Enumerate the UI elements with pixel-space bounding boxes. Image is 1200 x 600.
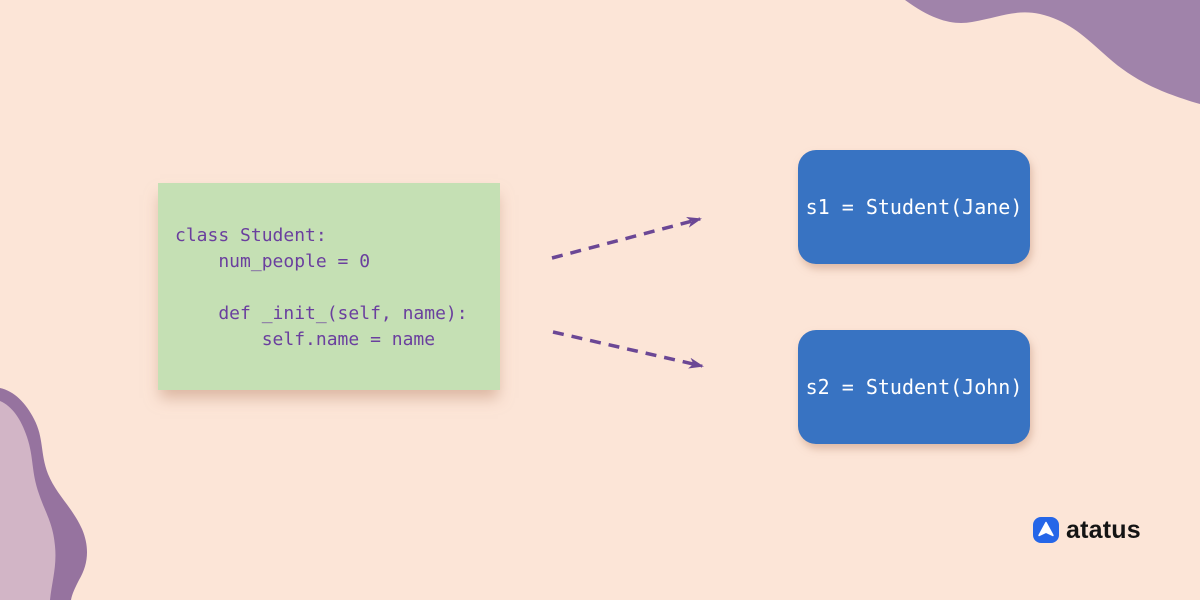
bottom-left-inner-blob-decoration [0, 401, 56, 600]
instance-box-s2: s2 = Student(John) [798, 330, 1030, 444]
code-line: def _init_(self, name): [175, 303, 468, 324]
class-definition-box: class Student: num_people = 0 def _init_… [158, 183, 500, 390]
instance-box-s1: s1 = Student(Jane) [798, 150, 1030, 264]
top-right-wave-decoration [905, 0, 1200, 104]
instance-s1-label: s1 = Student(Jane) [805, 195, 1023, 219]
code-line: class Student: [175, 225, 327, 246]
code-line: self.name = name [175, 329, 436, 350]
code-line: num_people = 0 [175, 251, 371, 272]
dashed-arrow-to-s1 [551, 216, 702, 260]
atatus-logo-icon [1033, 517, 1059, 543]
code-line [175, 275, 500, 301]
atatus-logo: atatus [1033, 516, 1141, 544]
instance-s2-label: s2 = Student(John) [805, 375, 1023, 399]
dashed-arrow-to-s2 [552, 330, 704, 369]
atatus-logo-text: atatus [1066, 516, 1141, 544]
